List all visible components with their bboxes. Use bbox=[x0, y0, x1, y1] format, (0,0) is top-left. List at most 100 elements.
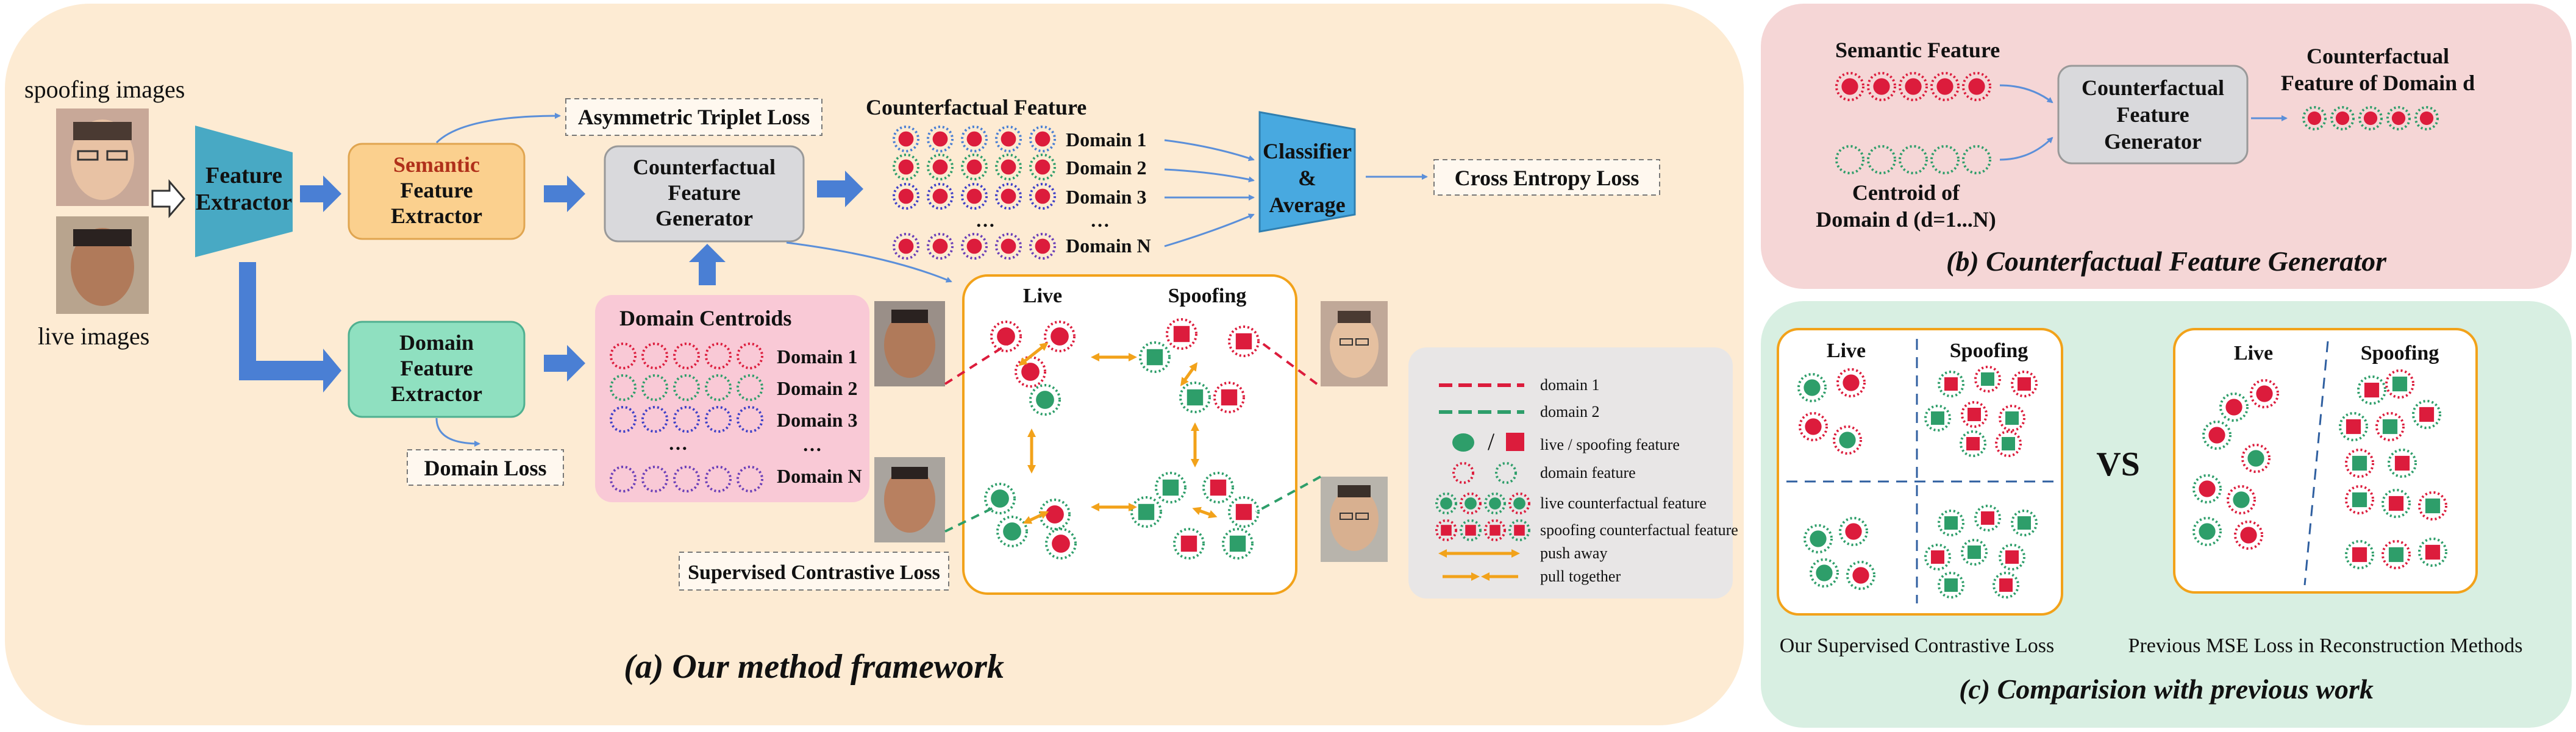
domain-loss-box bbox=[407, 449, 564, 486]
domain-extractor-label-2: Feature bbox=[400, 356, 473, 380]
pc-l-live-bot-2-ring bbox=[1839, 517, 1868, 546]
panel-c-left-spoofing: Spoofing bbox=[1950, 339, 2028, 362]
spoof-face-image-d1 bbox=[1321, 301, 1388, 386]
cf-row4-dot2-core bbox=[932, 238, 948, 254]
pc-l-spoof-bot-3 bbox=[2011, 510, 2038, 536]
arrow-semantic-to-generator bbox=[544, 176, 585, 212]
contrast-spoof-bot-5-core bbox=[1229, 535, 1246, 552]
legend-spoof-cf-1-core bbox=[1441, 525, 1452, 536]
pb-output-2-core bbox=[2335, 111, 2350, 126]
pc-r-live-8-ring bbox=[2234, 521, 2263, 550]
arrow-to-semantic bbox=[300, 176, 341, 212]
contrast-spoof-top-2-ring bbox=[1139, 341, 1171, 373]
arrow-generator-to-cf bbox=[817, 171, 863, 207]
legend-live-cf-2 bbox=[1460, 492, 1482, 514]
cf-row3-dot3-ring bbox=[961, 183, 988, 210]
centroid-domain-label-1: Domain 1 bbox=[777, 346, 857, 368]
legend-live-cf-3-ring bbox=[1484, 492, 1506, 514]
contrast-live-top-2-core bbox=[1051, 327, 1069, 346]
legend-live-cf-4-core bbox=[1513, 497, 1525, 510]
cf-row4-dot4-ring bbox=[995, 233, 1022, 260]
legend-live-cf-2-ring bbox=[1460, 492, 1482, 514]
cf-row3-dot3-core bbox=[966, 188, 982, 204]
pb-semantic-1-ring bbox=[1835, 72, 1864, 101]
pc-r-spoof-6-core bbox=[2352, 455, 2367, 471]
cf-row2-dot5-core bbox=[1035, 159, 1051, 175]
cf-row2-dot4-core bbox=[1001, 159, 1016, 175]
pc-r-live-6 bbox=[2227, 485, 2256, 514]
legend-spoof-cf-4-ring bbox=[1508, 519, 1530, 541]
pc-r-spoof-2 bbox=[2385, 369, 2414, 399]
pc-r-live-5-core bbox=[2199, 480, 2216, 497]
panel-c-right-caption: Previous MSE Loss in Reconstruction Meth… bbox=[2128, 634, 2523, 657]
pc-l-spoof-bot-3-ring bbox=[2011, 510, 2038, 536]
centroid-row3-ring2 bbox=[641, 406, 668, 433]
legend-live-cf-4-ring bbox=[1508, 492, 1530, 514]
input-arrow bbox=[151, 179, 185, 219]
cf-row1-dot3 bbox=[961, 126, 988, 152]
pb-output-3-core bbox=[2363, 111, 2378, 126]
pb-output-2-ring bbox=[2330, 106, 2355, 130]
pc-l-live-bot-4 bbox=[1846, 561, 1875, 590]
pc-l-spoof-bot-8-ring bbox=[1993, 572, 2019, 599]
contrast-live-bot-2 bbox=[1039, 499, 1071, 530]
legend-domain-feature: domain feature bbox=[1540, 464, 1636, 481]
cf-row1-dot4 bbox=[995, 126, 1022, 152]
contrast-live-bot-4-ring bbox=[1045, 528, 1077, 560]
pc-l-live-bot-1-ring bbox=[1804, 524, 1833, 553]
contrast-live-top-3-core bbox=[1021, 363, 1040, 381]
pb-semantic-5-ring bbox=[1962, 72, 1991, 101]
pc-l-live-bot-2 bbox=[1839, 517, 1868, 546]
pb-output-4-core bbox=[2391, 111, 2406, 126]
ce-loss-label: Cross Entropy Loss bbox=[1455, 166, 1639, 190]
pc-l-spoof-top-5 bbox=[1961, 401, 1988, 428]
contrast-live-top-2 bbox=[1044, 321, 1076, 352]
legend-live-spoof: live / spoofing feature bbox=[1540, 436, 1680, 453]
pb-output-4-ring bbox=[2386, 106, 2411, 130]
pc-l-spoof-bot-1 bbox=[1938, 510, 1964, 536]
pc-r-spoof-10-core bbox=[2425, 498, 2441, 514]
live-face-image-d1 bbox=[874, 301, 945, 386]
legend-live-cf: live counterfactual feature bbox=[1540, 494, 1707, 512]
pb-semantic-1-core bbox=[1841, 78, 1858, 95]
pc-r-spoof-11-ring bbox=[2345, 540, 2374, 569]
cf-row2-dot2 bbox=[927, 154, 954, 180]
panel-c-right-spoofing: Spoofing bbox=[2361, 342, 2439, 364]
classifier-block bbox=[1258, 111, 1356, 233]
legend-domain-ring-red bbox=[1452, 462, 1474, 484]
panel-b-generator-label-2: Feature bbox=[2116, 102, 2189, 127]
contrast-spoof-bot-4 bbox=[1173, 528, 1205, 560]
centroid-row3-ring1 bbox=[610, 406, 637, 433]
pc-r-spoof-11-core bbox=[2352, 547, 2367, 563]
pc-r-spoof-4 bbox=[2375, 412, 2405, 441]
cf-row4-dot4-core bbox=[1001, 238, 1016, 254]
asym-loss-box bbox=[565, 98, 822, 136]
pb-semantic-3-ring bbox=[1899, 72, 1928, 101]
cf-row1-dot3-ring bbox=[961, 126, 988, 152]
contrast-spoof-bot-1-ring bbox=[1155, 472, 1186, 503]
domain-extractor-label-3: Extractor bbox=[391, 382, 482, 406]
semantic-extractor-label-3: Extractor bbox=[391, 204, 482, 228]
pc-l-spoof-top-8-core bbox=[2002, 437, 2015, 450]
pc-r-spoof-6-ring bbox=[2345, 449, 2374, 478]
legend-domain-ring-green bbox=[1495, 462, 1517, 484]
pc-r-spoof-13-core bbox=[2425, 544, 2441, 560]
pc-r-spoof-11 bbox=[2345, 540, 2374, 569]
legend-live-cf-2-core bbox=[1465, 497, 1477, 510]
pc-l-spoof-top-5-ring bbox=[1961, 401, 1988, 428]
pb-output-1 bbox=[2302, 106, 2327, 130]
legend-live-cf-4 bbox=[1508, 492, 1530, 514]
contrast-spoof-top-3-ring bbox=[1228, 325, 1260, 357]
pc-l-spoof-top-8-ring bbox=[1995, 430, 2022, 457]
live-face-image bbox=[56, 216, 149, 314]
contrast-live-bot-2-ring bbox=[1039, 499, 1071, 530]
pc-l-live-top-3 bbox=[1799, 412, 1828, 441]
pb-output-3 bbox=[2358, 106, 2383, 130]
panel-c-right-live: Live bbox=[2234, 342, 2273, 364]
cf-feature-rows: … bbox=[893, 126, 1056, 260]
pull-arrow-live-top bbox=[1018, 342, 1049, 366]
pc-r-spoof-5-core bbox=[2419, 407, 2435, 422]
pc-l-spoof-bot-7-ring bbox=[1938, 572, 1964, 599]
contrast-live-top-4-core bbox=[1036, 391, 1054, 409]
